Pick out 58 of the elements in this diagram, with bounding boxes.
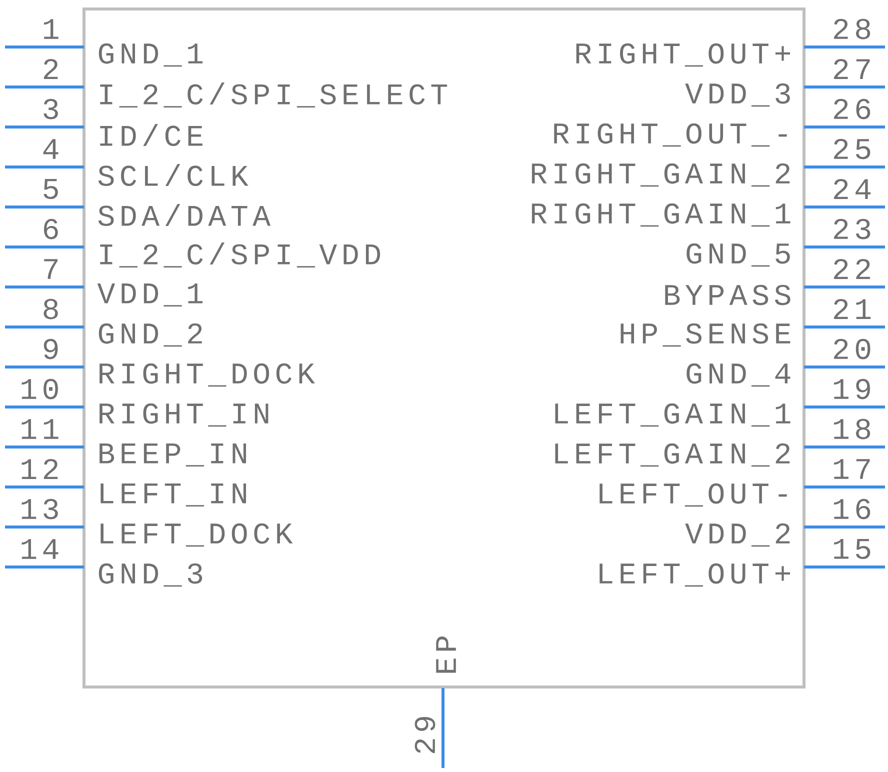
pin-number: 15 [834,538,870,560]
pin-name: LEFT_GAIN_1 [555,403,790,427]
pin-name: ID/CE [100,124,202,146]
pin-name: GND_2 [98,323,202,347]
pin-name: HP_SENSE [620,323,790,347]
pin-number: 26 [834,98,870,120]
pin-name: RIGHT_GAIN_1 [532,203,790,227]
pin-number: 1 [44,19,58,39]
pin-name: RIGHT_IN [100,403,268,427]
pin-name: SCL/CLK [98,164,248,186]
pin-name: VDD_3 [685,83,790,107]
pin-name: GND_1 [98,43,203,67]
pin-name: LEFT_DOCK [100,523,293,547]
pin-number: 25 [834,138,870,160]
pin-name: GND_4 [686,363,790,387]
pin-name: LEFT_OUT- [600,483,787,507]
pin-number: 22 [834,258,870,280]
pin-number: 6 [44,218,58,240]
pin-name: BEEP_IN [100,444,246,466]
pin-number: 8 [44,298,58,320]
pin-number: 27 [834,58,870,80]
pin-number: 28 [834,18,870,40]
pin-number: 20 [834,338,870,360]
pin-name: LEFT_IN [100,484,246,506]
pin-number: 13 [22,498,58,520]
pin-number: 2 [44,58,58,80]
pin-number: 7 [44,259,58,279]
pin-name: BYPASS [665,284,790,306]
pin-name: RIGHT_OUT+ [576,43,790,67]
pin-name: RIGHT_DOCK [100,363,315,387]
pin-number: 24 [834,178,871,200]
pin-name: LEFT_GAIN_2 [555,443,790,467]
pin-name: GND_5 [686,243,790,267]
pin-number: 29 [414,717,436,753]
pin-number: 9 [44,338,58,360]
pin-number: 5 [44,178,58,200]
pin-number: 10 [22,378,58,400]
pin-number: 12 [22,458,58,480]
pin-name: SDA/DATA [98,204,271,226]
pin-name: I_2_C/SPI_SELECT [100,82,448,108]
pin-name: VDD_1 [97,284,203,306]
pin-name: EP [436,636,456,673]
pin-name: I_2_C/SPI_VDD [100,242,380,268]
pin-number: 19 [834,378,870,400]
pin-number: 18 [834,418,870,440]
pin-number: 21 [834,298,871,320]
pin-number: 11 [22,419,58,439]
pin-number: 4 [43,139,58,159]
pin-number: 23 [834,218,870,240]
pin-name: RIGHT_GAIN_2 [532,163,790,187]
pin-name: VDD_2 [685,523,790,547]
pin-number: 17 [834,459,870,479]
pin-name: GND_3 [98,563,202,587]
pin-number: 3 [44,98,58,120]
pin-name: RIGHT_OUT_- [554,123,787,147]
pin-number: 16 [834,498,870,520]
pin-name: LEFT_OUT+ [600,563,790,587]
pin-number: 14 [22,539,58,559]
